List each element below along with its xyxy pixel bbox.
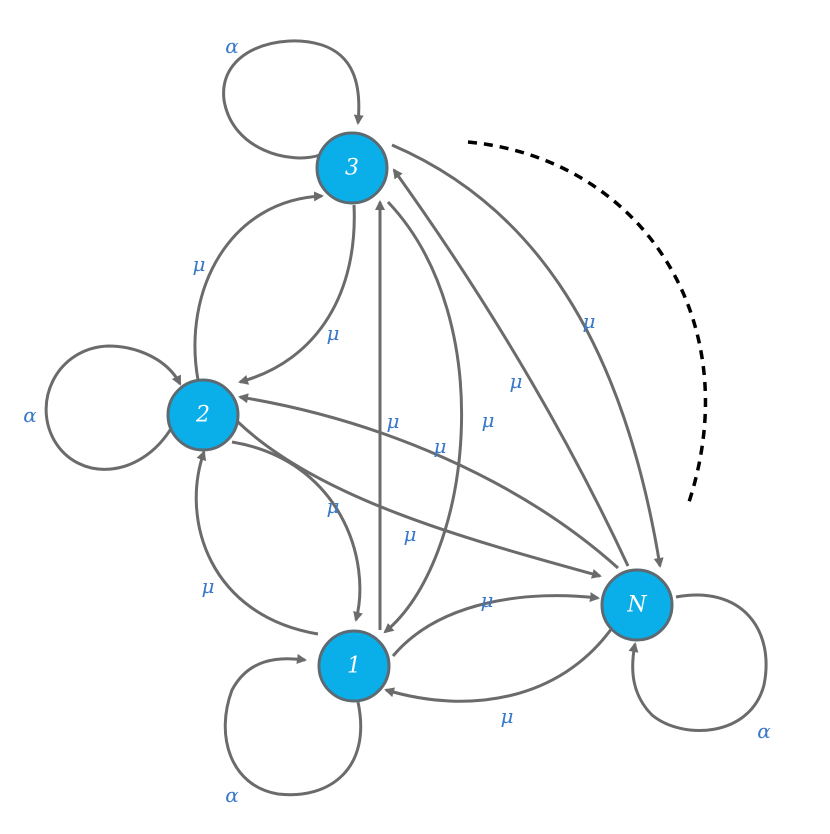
- mu-label-1-3: μ: [387, 409, 400, 433]
- mu-label-1-2: μ: [202, 574, 215, 598]
- self-loop-3: [222, 39, 364, 160]
- node-3: 3: [315, 131, 389, 205]
- mu-label-N-3: μ: [510, 369, 523, 393]
- mu-label-N-1: μ: [501, 704, 514, 728]
- edge-3-to-2: [238, 204, 356, 385]
- alpha-label-N: α: [757, 719, 771, 743]
- alpha-label-3: α: [225, 34, 239, 58]
- node-1-label: 1: [347, 654, 361, 679]
- mu-label-3-1: μ: [482, 408, 495, 432]
- mu-label-2-N: μ: [404, 522, 417, 546]
- edge-1-to-N: [391, 592, 600, 657]
- node-1: 1: [317, 629, 391, 703]
- alpha-label-1: α: [225, 783, 239, 807]
- mu-label-3-2: μ: [327, 321, 340, 345]
- self-loop-1: [223, 653, 363, 797]
- node-N-label: N: [626, 593, 647, 618]
- mu-label-N-2: μ: [434, 434, 447, 458]
- node-2-label: 2: [195, 403, 210, 428]
- self-loop-N: [628, 593, 768, 732]
- edge-3-to-1: [383, 200, 463, 634]
- edge-N-to-1: [384, 627, 614, 703]
- node-N: N: [600, 568, 674, 642]
- mu-label-3-N: μ: [583, 309, 596, 333]
- edge-3-to-N: [391, 143, 664, 568]
- self-loop-2: [44, 344, 182, 471]
- edge-N-to-3: [392, 168, 630, 567]
- ellipsis-dashed-arc: [467, 140, 708, 506]
- node-2: 2: [166, 378, 240, 452]
- edge-N-to-2: [238, 393, 620, 570]
- mu-label-2-1: μ: [327, 494, 340, 518]
- mu-label-2-3: μ: [193, 252, 206, 276]
- mu-label-1-N: μ: [481, 588, 494, 612]
- edge-2-to-3: [193, 191, 324, 381]
- node-3-label: 3: [345, 156, 359, 181]
- alpha-label-2: α: [23, 403, 37, 427]
- edge-1-to-2: [194, 450, 319, 636]
- edge-2-to-N: [236, 420, 602, 579]
- edge-2-to-1: [231, 440, 363, 622]
